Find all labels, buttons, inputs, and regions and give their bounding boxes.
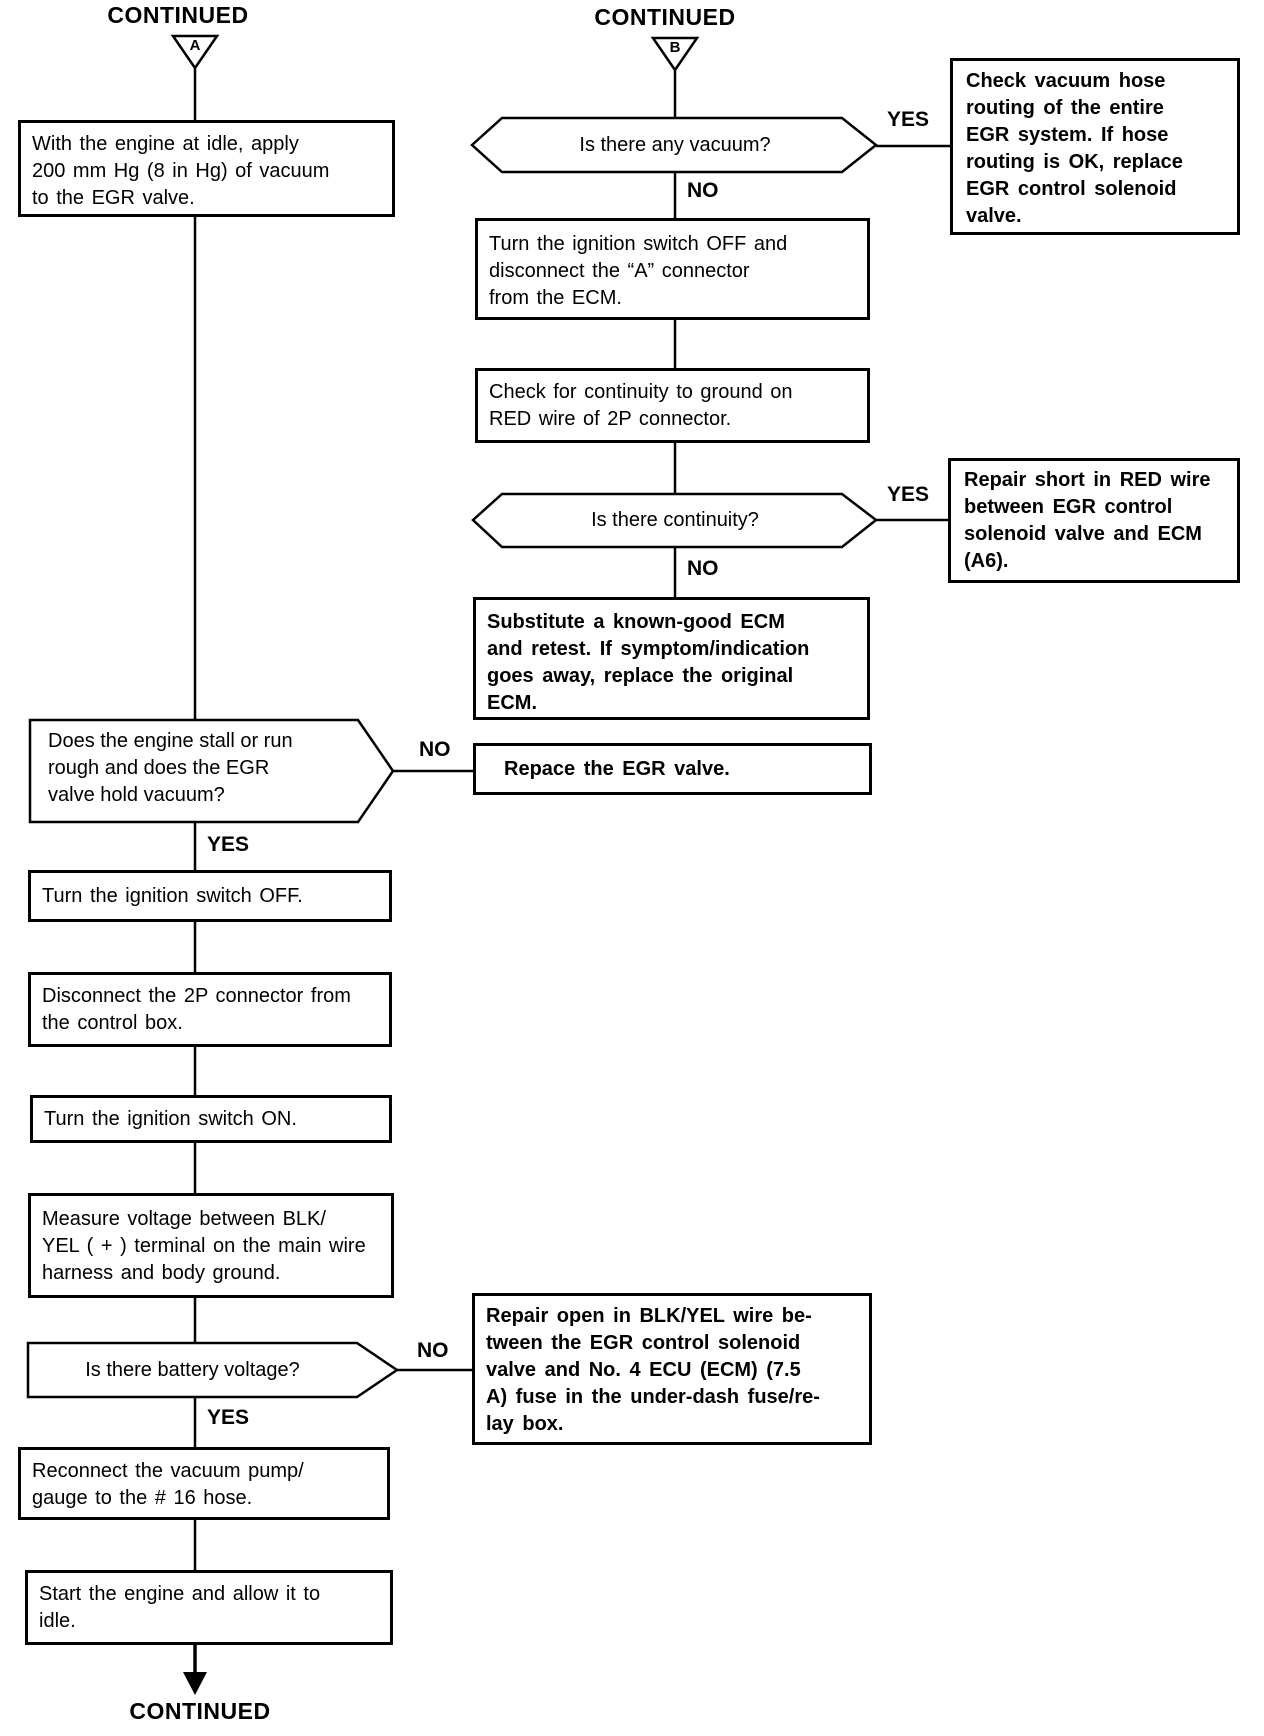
- continued-top-right-letter: B: [669, 39, 681, 56]
- decision-continuity-shape: [471, 492, 879, 549]
- step-reconnect-pump-box: Reconnect the vacuum pump/ gauge to the …: [18, 1447, 390, 1520]
- action-repair-short-box: Repair short in RED wire between EGR con…: [948, 458, 1240, 583]
- step-ignition-off-box: Turn the ignition switch OFF.: [28, 870, 392, 922]
- step-ignition-off-disconnect-a-box: Turn the ignition switch OFF and disconn…: [475, 218, 870, 320]
- continued-b-triangle-icon: [650, 36, 700, 73]
- yes-label-engine-stall: YES: [207, 833, 250, 856]
- step-ignition-on-box: Turn the ignition switch ON.: [30, 1095, 392, 1143]
- no-label-battery-voltage: NO: [417, 1339, 449, 1362]
- continued-a-triangle-icon: [170, 34, 220, 71]
- continued-top-left-letter: A: [189, 37, 201, 54]
- step-check-continuity-box: Check for continuity to ground on RED wi…: [475, 368, 870, 443]
- decision-engine-stall-shape: [28, 718, 395, 824]
- step-start-engine-box: Start the engine and allow it to idle.: [25, 1570, 393, 1645]
- action-check-hose-routing-box: Check vacuum hose routing of the entire …: [950, 58, 1240, 235]
- action-substitute-ecm-box: Substitute a known-good ECM and retest. …: [473, 597, 870, 720]
- continued-top-right-title: CONTINUED: [594, 4, 736, 30]
- decision-battery-voltage-text: Is there battery voltage?: [85, 1358, 300, 1381]
- step-apply-vacuum-box: With the engine at idle, apply 200 mm Hg…: [18, 120, 395, 217]
- continued-bottom-title: CONTINUED: [129, 1698, 271, 1724]
- continued-top-left-title: CONTINUED: [107, 2, 249, 28]
- arrow-down-icon: [183, 1672, 207, 1695]
- yes-label-battery-voltage: YES: [207, 1406, 250, 1429]
- decision-engine-stall-text: Does the engine stall or run rough and d…: [48, 730, 293, 806]
- yes-label-continuity: YES: [887, 483, 930, 506]
- action-replace-egr-box: Repace the EGR valve.: [473, 743, 872, 795]
- yes-label-any-vacuum: YES: [887, 108, 930, 131]
- no-label-continuity: NO: [687, 557, 719, 580]
- decision-battery-voltage-shape: [26, 1341, 400, 1399]
- decision-any-vacuum-shape: [470, 116, 879, 174]
- no-label-engine-stall: NO: [419, 738, 451, 761]
- no-label-any-vacuum: NO: [687, 179, 719, 202]
- decision-any-vacuum-text: Is there any vacuum?: [579, 133, 771, 156]
- step-disconnect-2p-box: Disconnect the 2P connector from the con…: [28, 972, 392, 1047]
- decision-continuity-text: Is there continuity?: [591, 508, 759, 531]
- step-measure-voltage-box: Measure voltage between BLK/ YEL ( + ) t…: [28, 1193, 394, 1298]
- action-repair-open-box: Repair open in BLK/YEL wire be- tween th…: [472, 1293, 872, 1445]
